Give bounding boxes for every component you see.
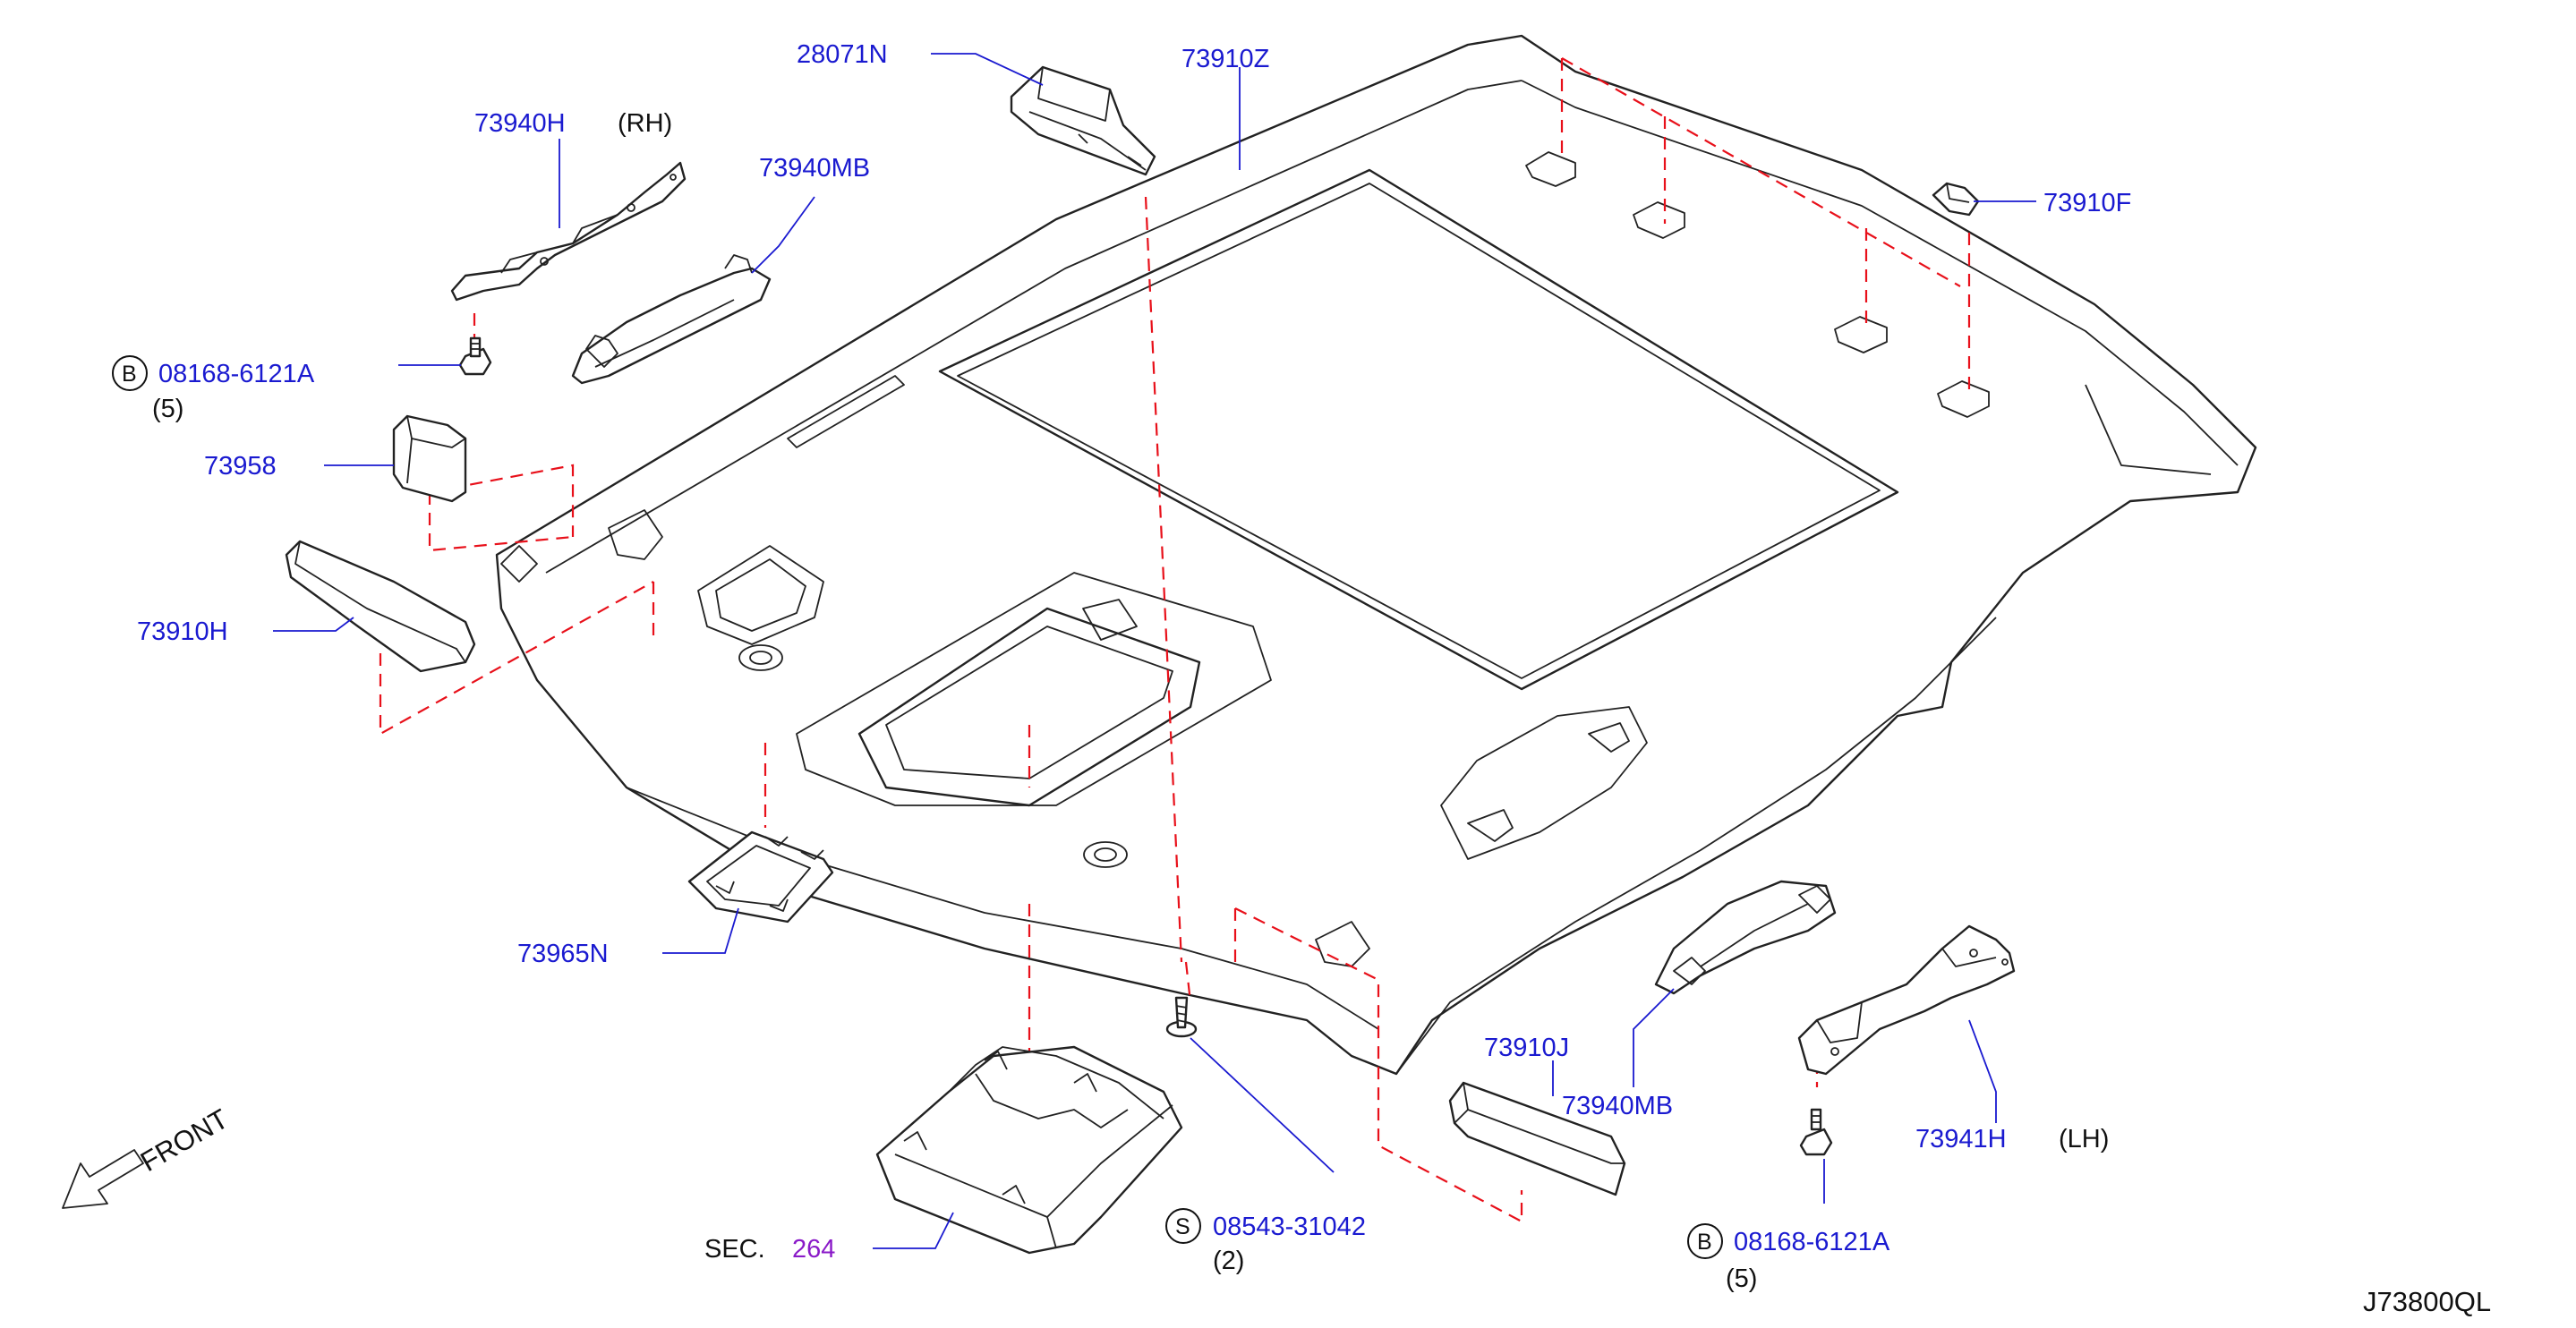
label-73941H[interactable]: 73941H — [1915, 1125, 2007, 1153]
label-bolt-top[interactable]: 08168-6121A — [158, 360, 315, 388]
screw-icon[interactable] — [1165, 996, 1198, 1038]
part-73940MB-grip-handle-bottom[interactable] — [1654, 880, 1837, 995]
screw-callout[interactable]: S 08543-31042 (2) — [1165, 1208, 1366, 1275]
label-bolt-bottom[interactable]: 08168-6121A — [1734, 1228, 1890, 1256]
part-73940H-bracket[interactable] — [450, 161, 687, 302]
part-73958-bracket[interactable] — [392, 414, 467, 503]
bolt-bottom-callout[interactable]: B 08168-6121A (5) — [1687, 1223, 1890, 1293]
part-73941H-bracket[interactable] — [1797, 924, 2016, 1076]
grip-recesses — [500, 375, 1648, 860]
label-73940MB-top[interactable]: 73940MB — [759, 154, 870, 183]
part-73910F-clip[interactable] — [1932, 182, 1980, 217]
part-73940MB-grip-handle-top[interactable] — [571, 254, 772, 385]
label-73910Z[interactable]: 73910Z — [1181, 45, 1269, 73]
label-screw-qty: (2) — [1213, 1247, 1244, 1275]
bolt-top-mark: B — [122, 362, 137, 387]
part-28071N-module[interactable] — [1010, 65, 1156, 176]
sunroof-opening — [938, 168, 1899, 691]
part-73965N-cover[interactable] — [687, 830, 834, 924]
label-28071N[interactable]: 28071N — [797, 40, 888, 69]
diagram-code: J73800QL — [2363, 1286, 2491, 1317]
screw-mark: S — [1175, 1214, 1190, 1239]
bolt-bottom-icon[interactable] — [1799, 1108, 1833, 1156]
label-73965N[interactable]: 73965N — [517, 940, 609, 968]
leader-lines — [273, 53, 2036, 1249]
label-73958[interactable]: 73958 — [204, 452, 277, 481]
assembly-guide-lines — [379, 57, 1971, 1223]
label-bolt-bottom-qty: (5) — [1726, 1264, 1757, 1293]
map-lamp-recess — [796, 572, 1272, 807]
sunvisor-mount-holes — [608, 509, 1370, 967]
part-73910J-pad[interactable] — [1448, 1081, 1626, 1196]
part-73910H-pad[interactable] — [285, 540, 476, 673]
headlining-panel[interactable] — [495, 34, 2257, 1076]
label-sec-264[interactable]: 264 — [792, 1235, 835, 1264]
label-lh: (LH) — [2059, 1125, 2109, 1153]
label-screw[interactable]: 08543-31042 — [1213, 1213, 1366, 1241]
label-73910J[interactable]: 73910J — [1484, 1034, 1569, 1062]
part-sec-264-map-lamp[interactable] — [875, 1045, 1183, 1255]
label-sec-prefix: SEC. — [704, 1235, 765, 1264]
label-73940H[interactable]: 73940H — [474, 109, 566, 138]
rear-clip-holes — [1525, 151, 1990, 418]
label-rh: (RH) — [618, 109, 672, 138]
sec-264-callout[interactable]: SEC. 264 — [704, 1235, 835, 1264]
front-direction-arrow: FRONT — [62, 1102, 234, 1209]
bolt-bottom-mark: B — [1697, 1230, 1712, 1255]
bolt-top-callout[interactable]: B 08168-6121A (5) — [112, 355, 315, 423]
label-73910F[interactable]: 73910F — [2043, 189, 2131, 217]
label-73940MB-bottom[interactable]: 73940MB — [1562, 1092, 1673, 1120]
label-73910H[interactable]: 73910H — [137, 617, 228, 646]
label-bolt-top-qty: (5) — [152, 395, 183, 423]
bolt-top-icon[interactable] — [458, 336, 492, 376]
front-label: FRONT — [135, 1102, 234, 1178]
